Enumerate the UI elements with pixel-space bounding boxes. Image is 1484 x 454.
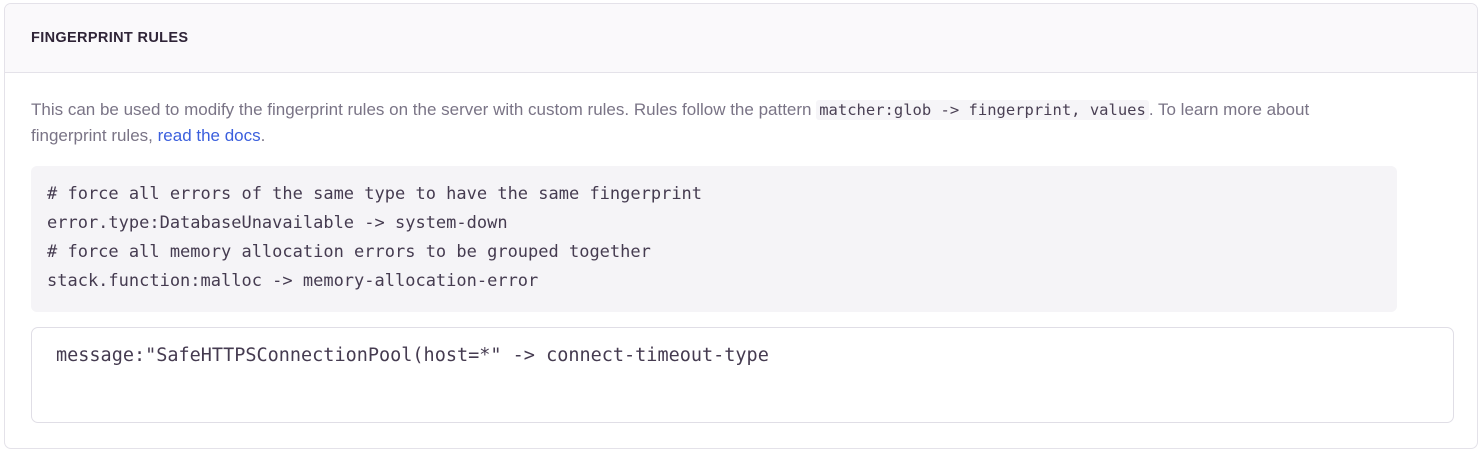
read-the-docs-link[interactable]: read the docs [157,126,261,145]
panel-body: This can be used to modify the fingerpri… [5,73,1477,423]
fingerprint-rules-input[interactable] [31,327,1454,423]
page-title: FINGERPRINT RULES [31,30,189,46]
example-code-text: # force all errors of the same type to h… [47,184,703,291]
pattern-inline-code: matcher:glob -> fingerprint, values [816,100,1149,120]
panel-header: FINGERPRINT RULES [5,4,1477,73]
description-text-before: This can be used to modify the fingerpri… [31,100,817,119]
fingerprint-rules-panel: FINGERPRINT RULES This can be used to mo… [4,3,1478,449]
example-code-block: # force all errors of the same type to h… [31,166,1397,312]
description-text-tail: . [260,126,266,145]
description-text-after: . To learn more about fingerprint rules, [31,100,1310,145]
panel-description: This can be used to modify the fingerpri… [31,97,1381,149]
